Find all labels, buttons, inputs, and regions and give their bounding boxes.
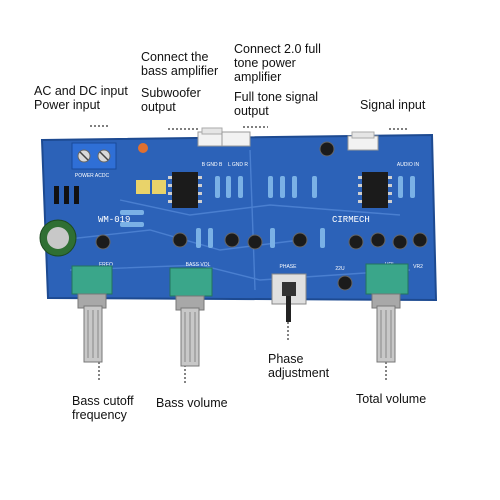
brand-silkscreen: CIRMECH (332, 215, 370, 225)
large-capacitor (39, 219, 77, 257)
bass-cutoff-pot[interactable] (71, 265, 113, 363)
subwoofer-output-label: Connect the bass amplifier Subwoofer out… (141, 50, 219, 114)
power-in-silkscreen: POWER ACDC (75, 173, 110, 179)
op-amp-chip-left (168, 172, 202, 208)
freq-silkscreen: FREQ (99, 262, 113, 268)
bass-volume-pot[interactable] (169, 267, 213, 367)
power-terminal (71, 142, 117, 170)
full-header-silkscreen: L GND R (228, 162, 248, 168)
callout-lines (90, 125, 407, 384)
phase-adjustment-label: Phase adjustment (268, 352, 330, 380)
bass-volume-label: Bass volume (156, 396, 228, 410)
ac-dc-input-label: AC and DC input Power input (34, 84, 128, 112)
bass-cutoff-label: Bass cutoff frequency (72, 394, 134, 422)
bass-vol-silkscreen: BASS VOL (186, 262, 211, 268)
diodes (54, 186, 79, 204)
small-capacitors (95, 141, 428, 291)
signal-input-header (347, 131, 379, 151)
phase-switch[interactable] (271, 273, 307, 322)
in-header-silkscreen: AUDIO IN (397, 162, 420, 168)
vr-silkscreen: VR2 (413, 264, 423, 270)
subwoofer-header (197, 127, 227, 147)
signal-input-label: Signal input (360, 98, 426, 112)
phase-silkscreen: PHASE (280, 264, 298, 270)
op-amp-chip-right (358, 172, 392, 208)
total-volume-label: Total volume (356, 392, 427, 406)
cap-silkscreen: 22U (335, 266, 345, 272)
red-capacitor (138, 143, 148, 153)
model-silkscreen: WM-019 (98, 215, 130, 225)
sub-header-silkscreen: B GND B (202, 162, 223, 168)
full-tone-output-label: Connect 2.0 full tone power amplifier Fu… (234, 42, 321, 118)
total-volume-pot[interactable] (365, 263, 409, 363)
resistors (120, 176, 415, 248)
film-capacitors (136, 180, 166, 194)
full-tone-header (221, 131, 251, 147)
